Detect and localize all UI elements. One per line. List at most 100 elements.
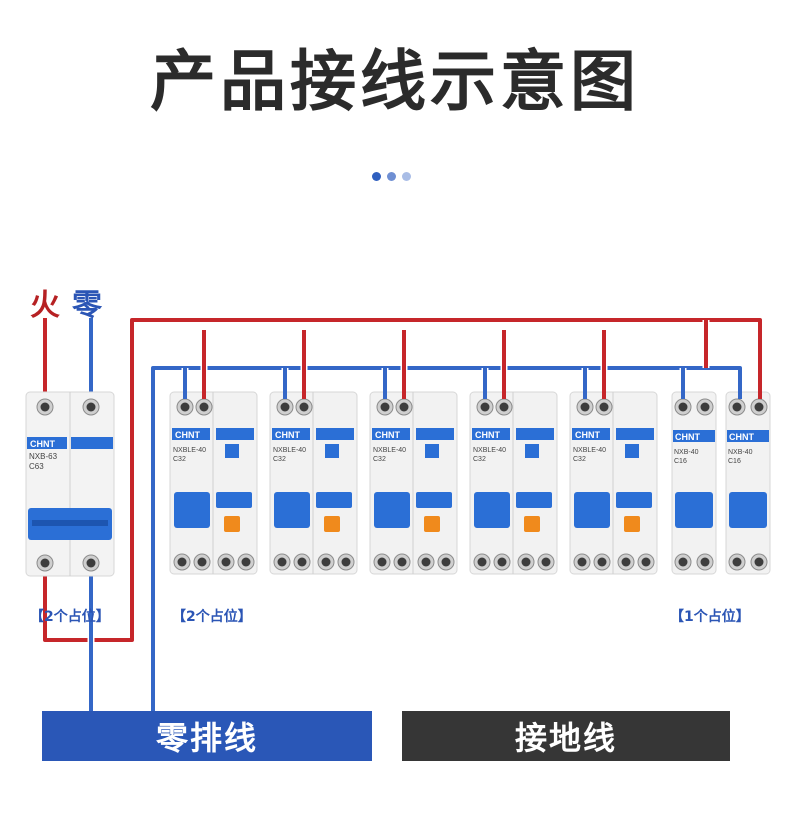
main-rating-text: C63 [29, 462, 44, 471]
main-brand-text: CHNT [30, 439, 55, 449]
mcb-screw-b1-hole [678, 557, 688, 567]
rcbo-screw-b3-hole [321, 557, 331, 567]
dot-3 [402, 172, 411, 181]
rcbo-rating-text: C32 [273, 456, 286, 463]
rcbo-indicator [525, 444, 539, 458]
main-screw-bot-right-hole [86, 558, 96, 568]
rcbo-blue-strip [316, 428, 354, 440]
rcbo-handle-2 [616, 492, 652, 508]
main-handle-ridge [32, 520, 108, 526]
rcbo-rating-text: C32 [473, 456, 486, 463]
rcbo-handle-1 [574, 492, 610, 528]
mcb-handle [729, 492, 767, 528]
rcbo-handle-1 [274, 492, 310, 528]
rcbo-screw-l-hole [499, 402, 509, 412]
mcb-screw-l-hole [754, 402, 764, 412]
mcb-screw-l-hole [700, 402, 710, 412]
rcbo-rating-text: C32 [373, 456, 386, 463]
rcbo-brand-text: CHNT [275, 430, 300, 440]
main-screw-top-right-hole [86, 402, 96, 412]
breaker-layer: CHNTNXB-63C63CHNTNXBLE-40C32CHNTNXBLE-40… [25, 391, 771, 577]
rcbo-blue-strip [416, 428, 454, 440]
rcbo-screw-b2-hole [297, 557, 307, 567]
rcbo-screw-b3-hole [221, 557, 231, 567]
dot-1 [372, 172, 381, 181]
mcb-brand-text: CHNT [675, 432, 700, 442]
mcb-screw-n-hole [678, 402, 688, 412]
mcb-slot-label: 【1个占位】 [670, 609, 750, 625]
rcbo-screw-l-hole [599, 402, 609, 412]
mcb-screw-b1-hole [732, 557, 742, 567]
rcbo-screw-b1-hole [577, 557, 587, 567]
mcb-brand-text: CHNT [729, 432, 754, 442]
rcbo-screw-b1-hole [477, 557, 487, 567]
rcbo-brand-text: CHNT [375, 430, 400, 440]
rcbo-screw-l-hole [299, 402, 309, 412]
rcbo-brand-text: CHNT [575, 430, 600, 440]
main-brand-box [27, 437, 67, 449]
dot-2 [387, 172, 396, 181]
rcbo-screw-b4-hole [541, 557, 551, 567]
mcb-rating-text: C16 [674, 458, 687, 465]
rcbo-indicator [325, 444, 339, 458]
rcbo-screw-b1-hole [377, 557, 387, 567]
rcbo-handle-1 [474, 492, 510, 528]
rcbo-screw-b4-hole [441, 557, 451, 567]
neutral-bus-bar: 零排线 [42, 711, 372, 761]
rcbo-brand [572, 428, 610, 440]
rcbo-screw-l-hole [399, 402, 409, 412]
mcb-screw-n-hole [732, 402, 742, 412]
rcbo-handle-2 [516, 492, 552, 508]
rcbo-rating-text: C32 [173, 456, 186, 463]
rcbo-test-button [624, 516, 640, 532]
terminal-wire-tops [183, 320, 762, 399]
main-blue-strip [71, 437, 113, 449]
main-model-text: NXB-63 [29, 452, 58, 461]
rcbo-screw-b2-hole [397, 557, 407, 567]
rcbo-model-text: NXBLE-40 [473, 447, 506, 454]
rcbo-screw-b4-hole [341, 557, 351, 567]
rcbo-screw-b1-hole [277, 557, 287, 567]
rcbo-indicator [625, 444, 639, 458]
main-screw-top-left-hole [40, 402, 50, 412]
rcbo-screw-b2-hole [197, 557, 207, 567]
main-screw-bot-left-hole [40, 558, 50, 568]
mcb-screw-b2-hole [700, 557, 710, 567]
rcbo-handle-1 [174, 492, 210, 528]
mcb-model-text: NXB-40 [674, 449, 699, 456]
mcb-rating-text: C16 [728, 458, 741, 465]
rcbo-brand [372, 428, 410, 440]
rcbo-test-button [524, 516, 540, 532]
rcbo-screw-n-hole [280, 402, 290, 412]
rcbo-screw-b3-hole [421, 557, 431, 567]
main-breaker-slot-label: 【2个占位】 [30, 609, 110, 625]
rcbo-test-button [424, 516, 440, 532]
ground-bus-bar: 接地线 [402, 711, 730, 761]
rcbo-handle-2 [216, 492, 252, 508]
rcbo-handle-1 [374, 492, 410, 528]
rcbo-model-text: NXBLE-40 [173, 447, 206, 454]
rcbo-screw-n-hole [180, 402, 190, 412]
rcbo-test-button [224, 516, 240, 532]
rcbo-screw-n-hole [480, 402, 490, 412]
rcbo-blue-strip [616, 428, 654, 440]
rcbo-screw-b4-hole [641, 557, 651, 567]
rcbo-brand [272, 428, 310, 440]
rcbo-screw-b1-hole [177, 557, 187, 567]
rcbo-screw-b4-hole [241, 557, 251, 567]
page-title: 产品接线示意图 [150, 43, 640, 120]
rcbo-screw-l-hole [199, 402, 209, 412]
rcbo-handle-2 [316, 492, 352, 508]
mcb-body [671, 391, 717, 575]
rcbo-brand [172, 428, 210, 440]
neutral-wire-label: 零 [72, 288, 102, 323]
rcbo-brand [472, 428, 510, 440]
rcbo-handle-2 [416, 492, 452, 508]
